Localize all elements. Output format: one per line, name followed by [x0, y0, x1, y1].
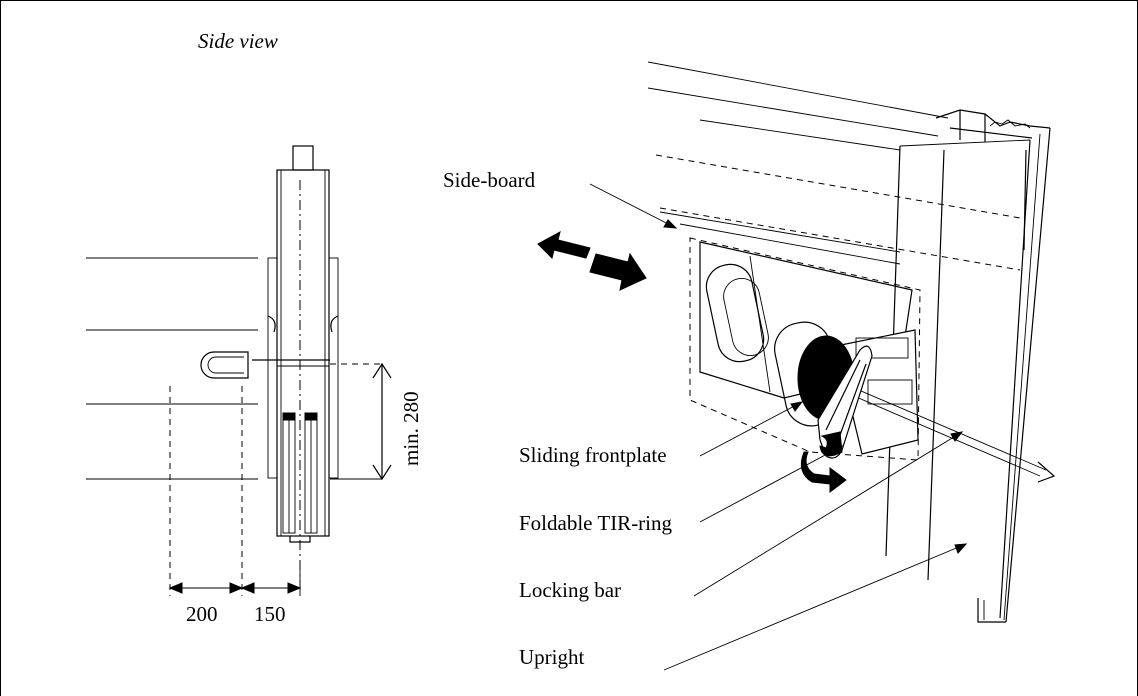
perspective-view — [537, 61, 1056, 623]
label-foldable-tir-ring: Foldable TIR-ring — [519, 511, 673, 535]
side-view-title: Side view — [198, 29, 278, 53]
side-view: Side view — [86, 29, 423, 626]
dimension-150: 150 — [254, 602, 286, 626]
dimension-200: 200 — [186, 602, 218, 626]
label-sliding-frontplate: Sliding frontplate — [519, 443, 667, 467]
label-upright: Upright — [519, 645, 584, 669]
dimension-min-280: min. 280 — [399, 391, 423, 466]
leader-lines — [589, 183, 968, 671]
label-locking-bar: Locking bar — [519, 578, 621, 602]
label-side-board: Side-board — [443, 168, 536, 192]
